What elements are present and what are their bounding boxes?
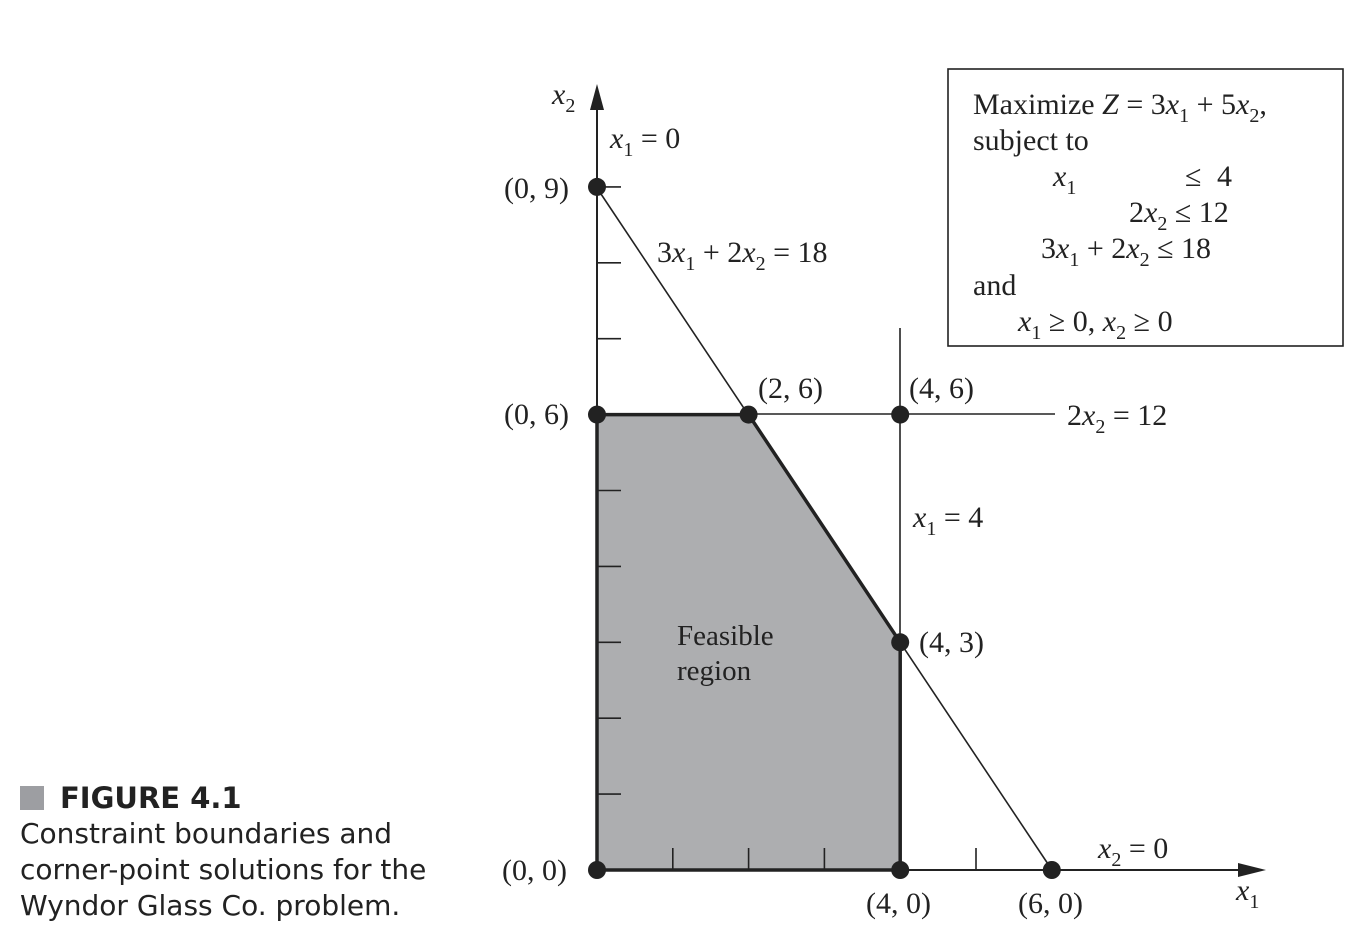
y-axis-label: x2 xyxy=(551,78,575,117)
model-nonnegativity: x1 ≥ 0, x2 ≥ 0 xyxy=(1017,305,1173,344)
label-3x1-2x2-18: 3x1 + 2x2 = 18 xyxy=(657,236,828,275)
point-label-4-6: (4, 6) xyxy=(909,372,974,405)
caption-square-icon xyxy=(20,786,44,810)
region-label-line1: Feasible xyxy=(677,620,774,652)
point-label-4-0: (4, 0) xyxy=(866,887,931,920)
corner-point-0-9 xyxy=(588,177,606,196)
point-label-6-0: (6, 0) xyxy=(1018,887,1083,920)
label-2x2-12: 2x2 = 12 xyxy=(1067,399,1167,438)
model-box xyxy=(947,68,1344,347)
y-axis-arrow xyxy=(590,84,604,110)
x-axis-label: x1 xyxy=(1235,874,1259,913)
point-label-0-9: (0, 9) xyxy=(504,172,569,205)
figure-number-text: FIGURE 4.1 xyxy=(60,781,242,815)
corner-point-2-6 xyxy=(739,405,758,424)
corner-point-4-0 xyxy=(891,861,910,879)
corner-point-6-0 xyxy=(1042,861,1061,879)
region-label-line2: region xyxy=(677,655,752,687)
model-subject-to: subject to xyxy=(973,124,1089,157)
figure-caption-text: Constraint boundaries and corner-point s… xyxy=(20,817,427,922)
label-x1-eq-0: x1 = 0 xyxy=(609,122,680,161)
line-3x1-2x2-18 xyxy=(596,187,1053,871)
corner-point-4-6 xyxy=(891,405,910,424)
corner-points xyxy=(588,177,1061,879)
label-x2-eq-0: x2 = 0 xyxy=(1097,832,1168,871)
figure-number: FIGURE 4.1 xyxy=(20,780,490,816)
corner-point-0-6 xyxy=(588,405,606,424)
point-label-0-6: (0, 6) xyxy=(504,398,569,431)
point-label-0-0: (0, 0) xyxy=(502,854,567,887)
point-label-4-3: (4, 3) xyxy=(919,626,984,659)
corner-point-4-3 xyxy=(891,633,910,652)
point-label-2-6: (2, 6) xyxy=(758,372,823,405)
model-and: and xyxy=(973,269,1016,302)
x-axis-arrow xyxy=(1238,863,1266,877)
corner-point-0-0 xyxy=(588,861,606,879)
figure-caption: FIGURE 4.1 Constraint boundaries and cor… xyxy=(20,780,490,924)
model-constraint-1-rhs: ≤ 4 xyxy=(1185,160,1232,193)
model-objective: Maximize Z = 3x1 + 5x2, xyxy=(973,88,1267,127)
model-constraint-2: 2x2 ≤ 12 xyxy=(1129,196,1229,235)
label-x1-eq-4: x1 = 4 xyxy=(912,501,983,540)
model-constraint-1-lhs: x1 xyxy=(1052,160,1076,199)
